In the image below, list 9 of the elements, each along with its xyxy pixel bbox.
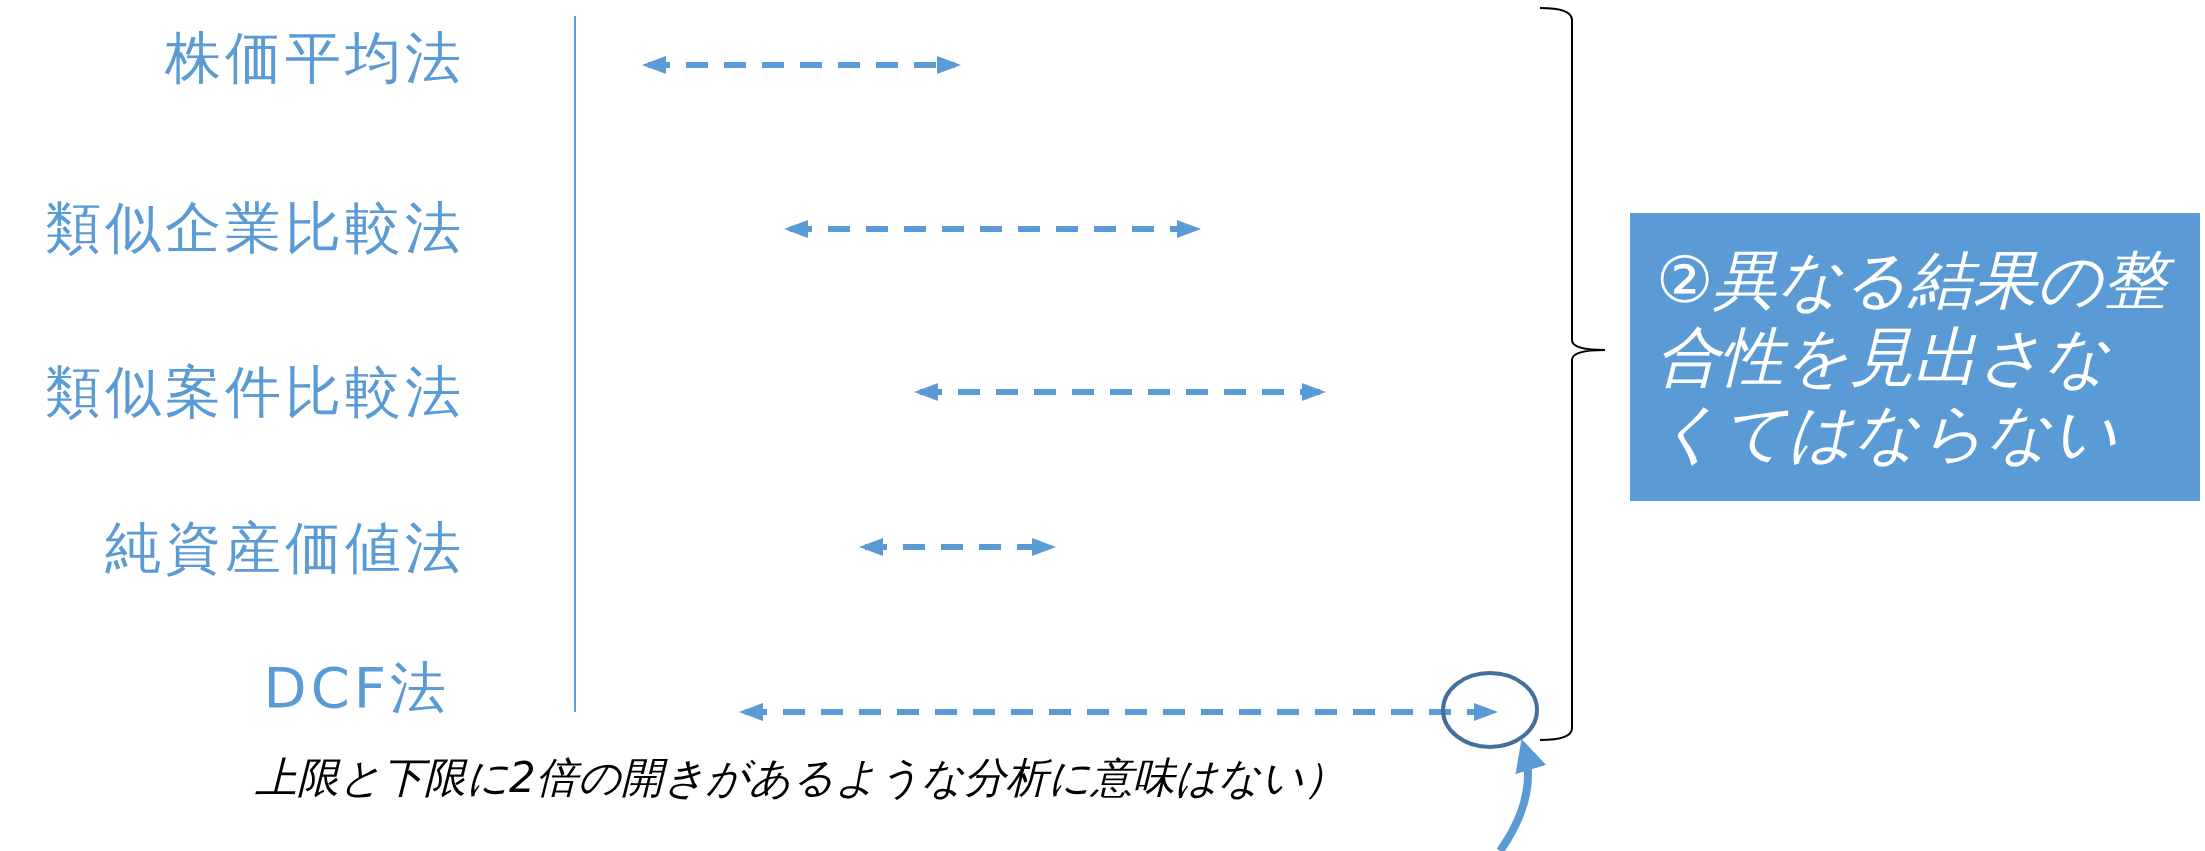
arrow — [1496, 738, 1546, 851]
highlight-circle — [1440, 670, 1540, 750]
method-label: 類似案件比較法 — [45, 364, 465, 420]
method-label: DCF法 — [263, 660, 450, 716]
method-label: 純資産価値法 — [105, 520, 465, 576]
method-label: 類似企業比較法 — [45, 200, 465, 256]
message-box: ②異なる結果の整合性を見出さなくてはならない — [1630, 213, 2200, 501]
note-text: 上限と下限に2倍の開きがあるような分析に意味はない） — [255, 757, 1346, 799]
method-label: 株価平均法 — [165, 30, 465, 86]
